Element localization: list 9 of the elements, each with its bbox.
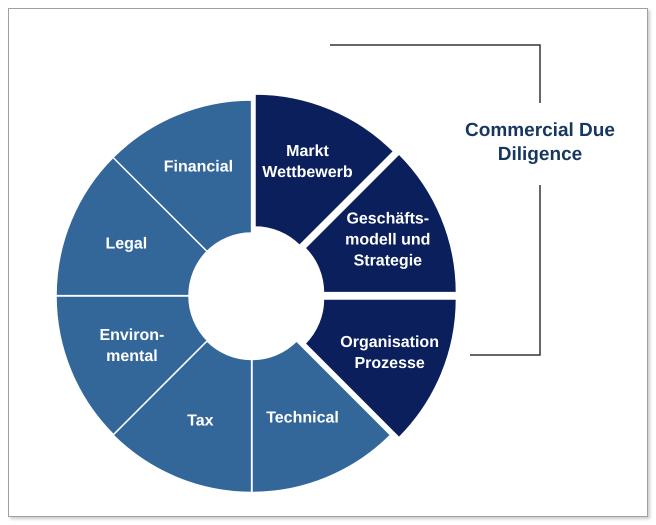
group-label: Commercial Due Diligence xyxy=(464,119,616,167)
segment-label: Organisation Prozesse xyxy=(339,333,440,374)
segment-label: Environ-mental xyxy=(98,326,166,367)
segment-label: Legal xyxy=(104,234,148,254)
segment-label: Technical xyxy=(265,408,340,428)
segment-label: Financial xyxy=(162,157,234,178)
segment-label: Tax xyxy=(186,411,215,432)
segment-label: Markt Wettbewerb xyxy=(261,142,354,184)
segment-label: Geschäfts-modell und Strategie xyxy=(344,209,432,272)
